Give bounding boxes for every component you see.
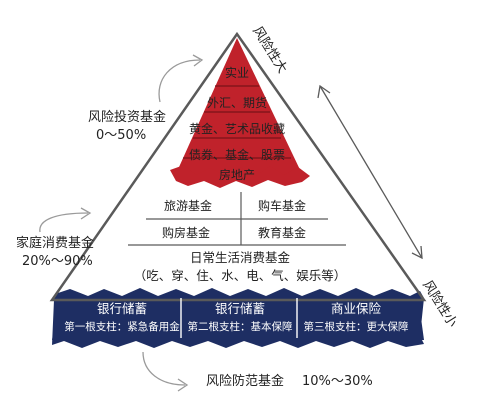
investment-curve-arrowhead [192,54,204,67]
prevention-fund-label: 风险防范基金 [206,374,285,389]
travel-fund-label: 旅游基金 [163,199,213,213]
car-fund-label: 购车基金 [257,199,307,213]
house-fund-label: 购房基金 [161,226,211,240]
investment-tier-block [175,38,303,176]
red-tier-item-2: 外汇、期货 [206,96,268,110]
pillar-3-title: 商业保险 [330,301,382,316]
red-tier-item-5: 房地产 [218,168,256,182]
household-fund-label: 家庭消费基金 [16,236,95,251]
daily-fund-title: 日常生活消费基金 [189,250,291,265]
daily-fund-items: （吃、穿、住、水、电、气、娱乐等） [133,268,347,283]
investment-fund-range: 0～50% [96,128,147,143]
household-curve-arrowhead [80,207,92,220]
pillar-1-title: 银行储蓄 [96,301,148,316]
prevention-fund-range: 10%～30% [302,374,373,389]
pillar-2-sub: 第二根支柱：基本保障 [187,321,293,333]
pillar-1-sub: 第一根支柱：紧急备用金 [64,321,180,333]
investment-tier-ragged-edge [170,165,310,188]
risk-arrow [317,84,423,260]
base-tier-ragged-edge [52,288,424,348]
base-tier-dividers [180,298,298,338]
prevention-curve-arrow [142,351,186,386]
household-curve-arrow [39,212,89,233]
middle-tier-dividers [128,192,346,246]
red-tier-item-3: 黄金、艺术品收藏 [188,122,286,136]
prevention-curve-arrowhead [177,378,189,392]
red-tier-item-1: 实业 [224,66,250,80]
investment-curve-arrow [158,59,201,103]
red-tier-item-4: 债券、基金、股票 [188,148,286,162]
education-fund-label: 教育基金 [257,226,307,240]
investment-tier-dividers [183,85,291,159]
left-curved-arrows [39,54,204,392]
household-fund-range: 20%～90% [22,254,93,269]
investment-fund-label: 风险投资基金 [88,110,167,125]
pyramid-outline [49,31,427,302]
pillar-2-title: 银行储蓄 [214,301,266,316]
pillar-3-sub: 第三根支柱：更大保障 [303,321,409,333]
